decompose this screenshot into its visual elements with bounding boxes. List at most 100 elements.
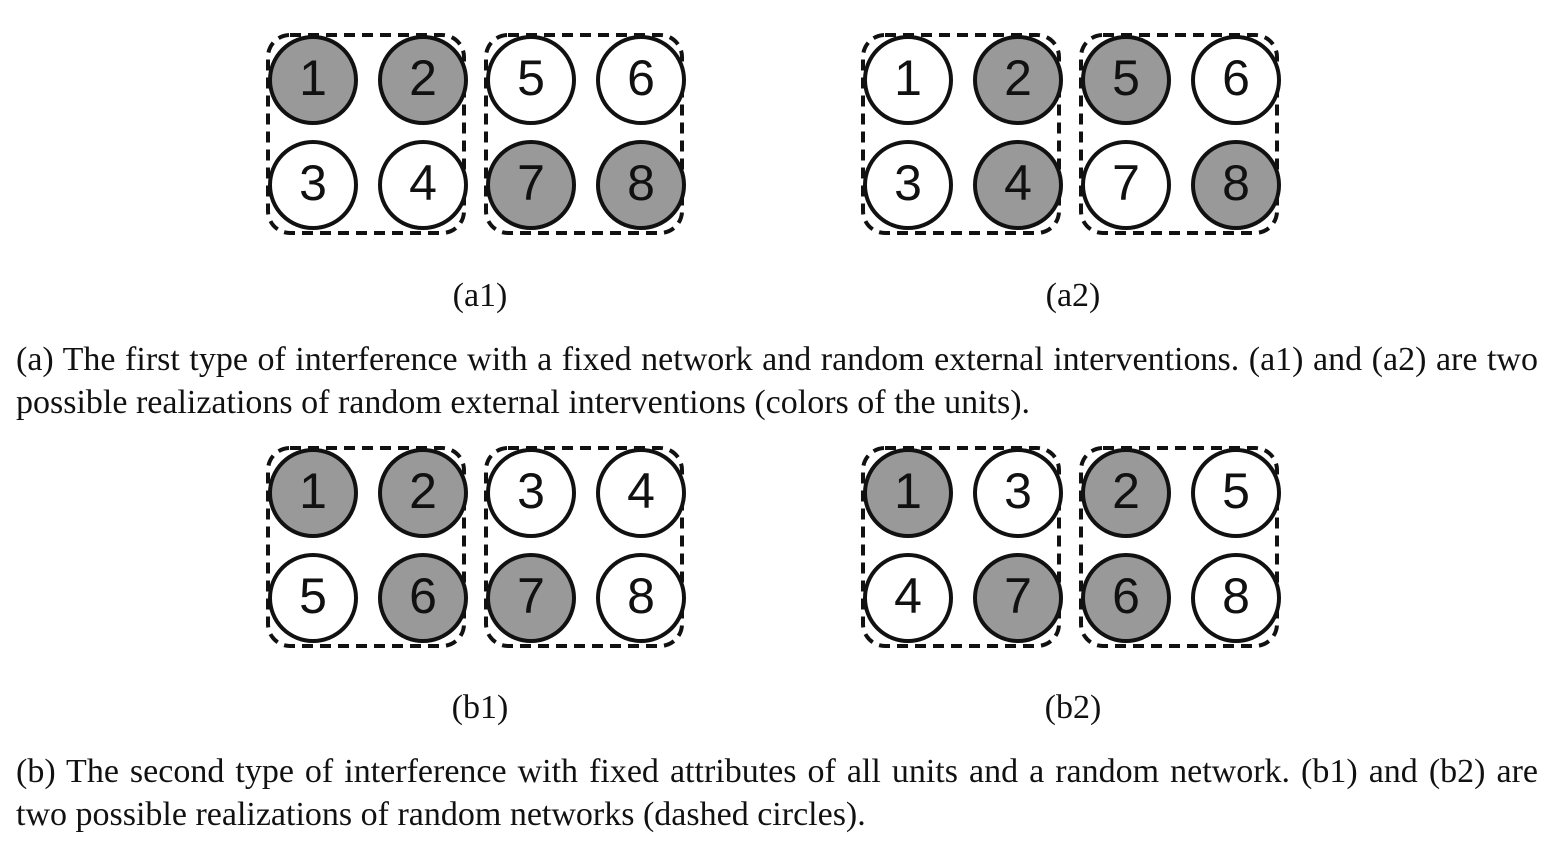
group-dashed-boundary bbox=[1079, 446, 1279, 648]
group-dashed-boundary bbox=[861, 446, 1061, 648]
panel-label-a2: (a2) bbox=[1045, 277, 1101, 314]
caption-a: (a) The first type of interference with … bbox=[16, 341, 1538, 421]
unit-number: 3 bbox=[299, 155, 327, 211]
unit-node: 6 bbox=[596, 35, 686, 125]
unit-circle-untreated bbox=[973, 448, 1063, 538]
unit-circle-untreated bbox=[378, 140, 468, 230]
unit-node: 2 bbox=[1081, 448, 1171, 538]
unit-node: 6 bbox=[378, 553, 468, 643]
group-dashed-boundary bbox=[266, 446, 466, 648]
unit-number: 6 bbox=[1112, 568, 1140, 624]
unit-number: 5 bbox=[1112, 50, 1140, 106]
group-dashed-boundary bbox=[484, 33, 684, 235]
network-group: 1 2 3 4 bbox=[861, 33, 1063, 235]
unit-node: 6 bbox=[1191, 35, 1281, 125]
unit-number: 4 bbox=[1004, 155, 1032, 211]
unit-number: 7 bbox=[517, 568, 545, 624]
unit-number: 3 bbox=[894, 155, 922, 211]
unit-circle-untreated bbox=[596, 448, 686, 538]
network-group: 2 5 6 8 bbox=[1079, 446, 1281, 648]
unit-circle-treated bbox=[973, 140, 1063, 230]
unit-circle-treated bbox=[1081, 35, 1171, 125]
unit-number: 7 bbox=[1112, 155, 1140, 211]
unit-node: 4 bbox=[863, 553, 953, 643]
unit-node: 4 bbox=[973, 140, 1063, 230]
unit-number: 2 bbox=[1004, 50, 1032, 106]
panel-a2: 1 2 3 4 5 6 7 8 bbox=[861, 33, 1281, 235]
unit-node: 8 bbox=[596, 553, 686, 643]
unit-number: 6 bbox=[1222, 50, 1250, 106]
unit-node: 2 bbox=[378, 35, 468, 125]
unit-number: 5 bbox=[1222, 463, 1250, 519]
unit-circle-treated bbox=[486, 553, 576, 643]
unit-number: 5 bbox=[299, 568, 327, 624]
unit-number: 7 bbox=[517, 155, 545, 211]
unit-node: 3 bbox=[486, 448, 576, 538]
unit-circle-treated bbox=[378, 448, 468, 538]
unit-node: 3 bbox=[863, 140, 953, 230]
unit-node: 3 bbox=[268, 140, 358, 230]
unit-circle-untreated bbox=[1081, 140, 1171, 230]
unit-node: 2 bbox=[973, 35, 1063, 125]
unit-node: 1 bbox=[268, 35, 358, 125]
unit-circle-untreated bbox=[486, 35, 576, 125]
unit-circle-untreated bbox=[596, 553, 686, 643]
network-group: 5 6 7 8 bbox=[1079, 33, 1281, 235]
unit-circle-untreated bbox=[486, 448, 576, 538]
panel-label-b1: (b1) bbox=[451, 689, 509, 726]
unit-node: 7 bbox=[486, 140, 576, 230]
unit-circle-treated bbox=[268, 448, 358, 538]
unit-number: 1 bbox=[894, 50, 922, 106]
unit-circle-treated bbox=[378, 553, 468, 643]
group-dashed-boundary bbox=[861, 33, 1061, 235]
unit-circle-untreated bbox=[268, 553, 358, 643]
unit-node: 8 bbox=[1191, 140, 1281, 230]
unit-circle-treated bbox=[1081, 448, 1171, 538]
group-dashed-boundary bbox=[484, 446, 684, 648]
unit-number: 4 bbox=[409, 155, 437, 211]
unit-number: 1 bbox=[299, 50, 327, 106]
unit-number: 6 bbox=[409, 568, 437, 624]
unit-circle-treated bbox=[1081, 553, 1171, 643]
group-dashed-boundary bbox=[266, 33, 466, 235]
unit-node: 3 bbox=[973, 448, 1063, 538]
unit-circle-untreated bbox=[863, 553, 953, 643]
unit-circle-treated bbox=[863, 448, 953, 538]
unit-circle-treated bbox=[486, 140, 576, 230]
unit-number: 8 bbox=[1222, 568, 1250, 624]
unit-number: 8 bbox=[627, 568, 655, 624]
unit-number: 5 bbox=[517, 50, 545, 106]
unit-number: 3 bbox=[1004, 463, 1032, 519]
unit-number: 2 bbox=[1112, 463, 1140, 519]
unit-node: 5 bbox=[1081, 35, 1171, 125]
unit-node: 5 bbox=[486, 35, 576, 125]
unit-node: 1 bbox=[268, 448, 358, 538]
unit-node: 1 bbox=[863, 35, 953, 125]
unit-circle-untreated bbox=[863, 140, 953, 230]
unit-circle-treated bbox=[973, 553, 1063, 643]
unit-number: 4 bbox=[894, 568, 922, 624]
unit-circle-untreated bbox=[1191, 553, 1281, 643]
unit-node: 8 bbox=[1191, 553, 1281, 643]
unit-number: 7 bbox=[1004, 568, 1032, 624]
panel-label-b2: (b2) bbox=[1044, 689, 1102, 726]
unit-node: 7 bbox=[486, 553, 576, 643]
unit-circle-treated bbox=[268, 35, 358, 125]
panel-label-a1: (a1) bbox=[452, 277, 508, 314]
unit-circle-untreated bbox=[268, 140, 358, 230]
unit-circle-treated bbox=[378, 35, 468, 125]
unit-node: 1 bbox=[863, 448, 953, 538]
unit-circle-treated bbox=[596, 140, 686, 230]
unit-circle-untreated bbox=[596, 35, 686, 125]
unit-number: 8 bbox=[1222, 155, 1250, 211]
unit-circle-untreated bbox=[1191, 448, 1281, 538]
unit-node: 8 bbox=[596, 140, 686, 230]
unit-node: 7 bbox=[973, 553, 1063, 643]
unit-number: 4 bbox=[627, 463, 655, 519]
unit-node: 4 bbox=[378, 140, 468, 230]
